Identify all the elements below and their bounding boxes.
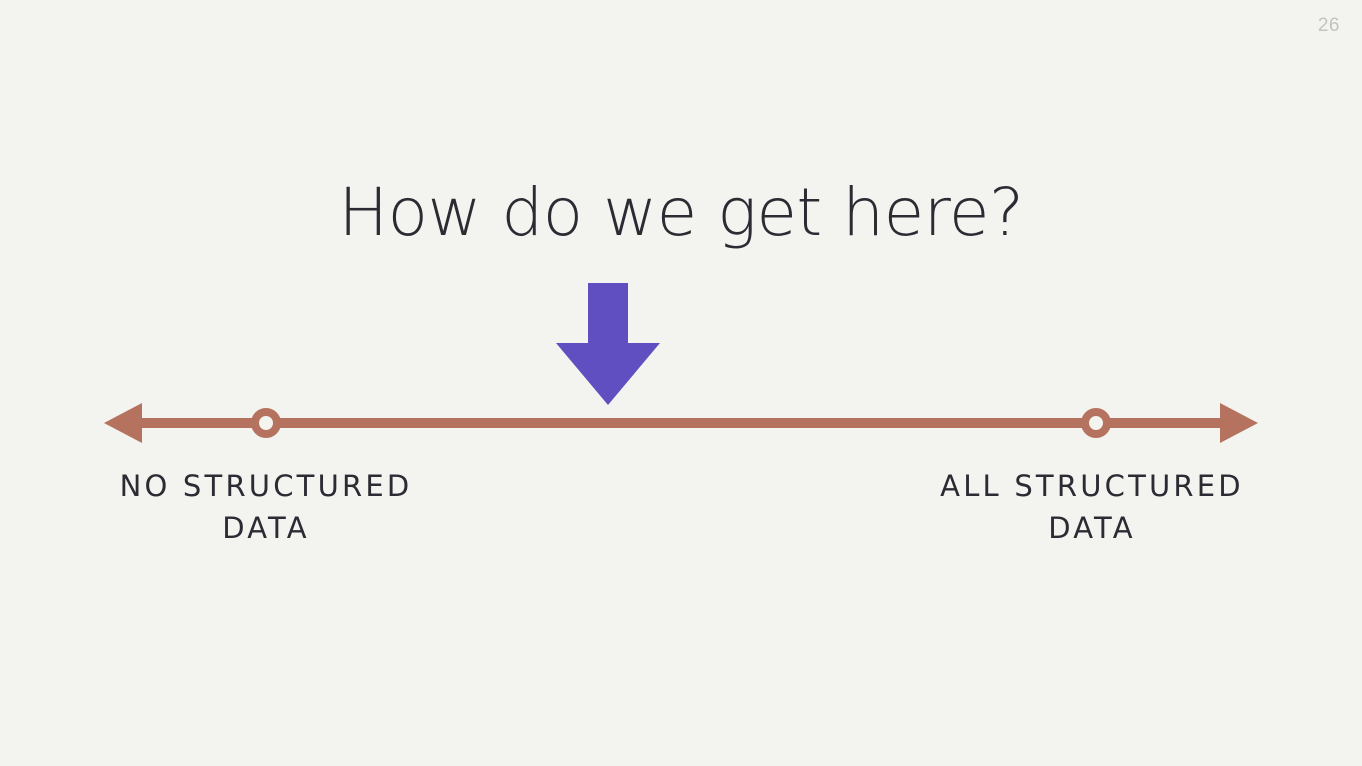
axis-label-right: ALL STRUCTURED DATA xyxy=(882,466,1302,550)
axis-line-group xyxy=(104,403,1258,443)
page-title: How do we get here? xyxy=(338,174,1024,251)
page-number: 26 xyxy=(1317,15,1340,36)
purple-down-arrow-shape xyxy=(556,283,660,405)
marker-no-structured-data[interactable] xyxy=(251,408,281,438)
axis-label-left-line2: DATA xyxy=(222,510,310,545)
axis-label-right-line2: DATA xyxy=(1048,510,1136,545)
axis-label-left: NO STRUCTURED DATA xyxy=(56,466,476,550)
axis-label-right-line1: ALL STRUCTURED xyxy=(940,469,1244,503)
purple-down-arrow-icon xyxy=(556,283,660,405)
axis-arrowhead-left-icon xyxy=(104,403,142,443)
marker-all-structured-data[interactable] xyxy=(1081,408,1111,438)
axis-arrowhead-right-icon xyxy=(1220,403,1258,443)
axis-markers xyxy=(251,408,1111,438)
axis-label-left-line1: NO STRUCTURED xyxy=(119,469,413,503)
